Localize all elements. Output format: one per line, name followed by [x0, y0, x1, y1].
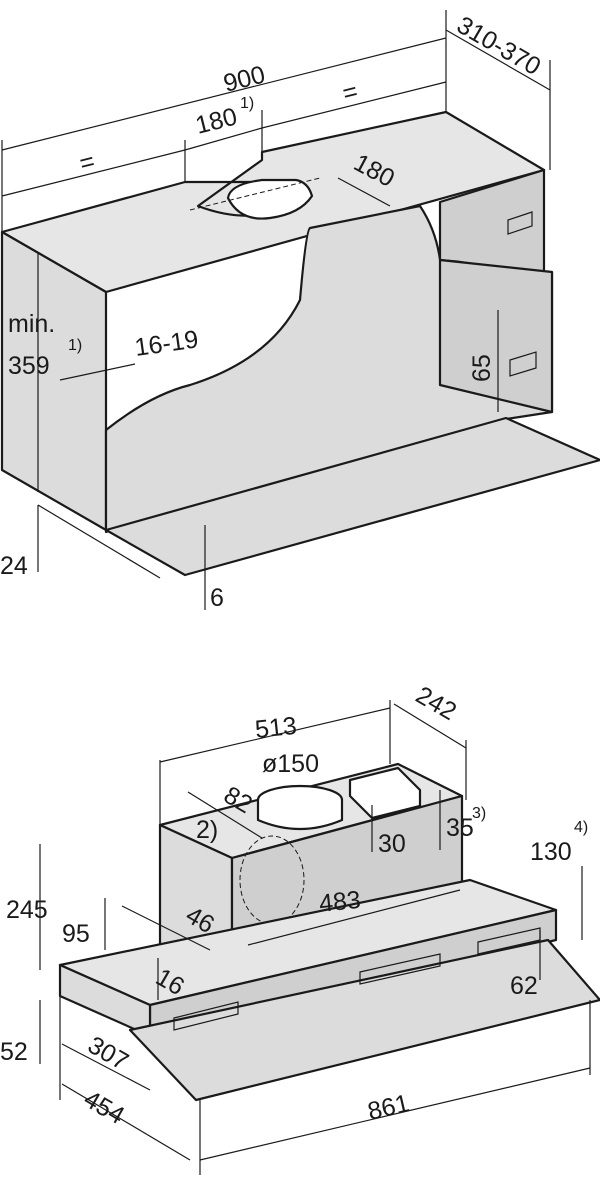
top-dimension-lines: [1, 10, 551, 610]
vent-slot-left: [173, 1001, 239, 1031]
label-offset-180: 180: [193, 103, 240, 140]
label-height-note: 1): [68, 337, 82, 354]
label-equal-left: =: [77, 147, 98, 178]
label-depth-310-370: 310-370: [452, 11, 545, 81]
hood-appliance-view: [58, 762, 600, 1102]
label-overhang-24: 24: [0, 552, 28, 580]
label-equal-right: =: [340, 77, 361, 108]
label-right-height-note: 4): [574, 819, 588, 836]
cabinet-installation-view: [0, 110, 600, 577]
bottom-dimension-lines: [39, 700, 591, 1175]
label-total-length-861: 861: [365, 1089, 412, 1126]
label-module-35: 35: [446, 814, 474, 842]
label-left-height-95: 95: [62, 920, 90, 948]
label-base-height-52: 52: [0, 1038, 28, 1066]
label-note-2: 2): [196, 816, 218, 844]
duct-collar-side: [256, 798, 344, 831]
label-total-depth-454: 454: [79, 1085, 129, 1130]
label-right-height-130: 130: [530, 838, 572, 866]
duct-cutout: [226, 178, 314, 220]
label-duct-diameter: ø150: [262, 750, 319, 778]
label-duct-height-30: 30: [378, 830, 406, 858]
label-glass-6: 6: [210, 584, 224, 612]
label-height-359: 359: [8, 352, 50, 380]
label-offset-note: 1): [240, 95, 254, 112]
cabinet-right-inner: [438, 258, 554, 414]
glass-canopy: [104, 416, 600, 577]
electronics-module: [348, 766, 422, 820]
wall-bracket-lower: [509, 351, 537, 377]
vent-slot-mid: [359, 953, 441, 985]
label-front-depth-307: 307: [83, 1031, 133, 1076]
label-bracket-65: 65: [468, 354, 496, 382]
label-module-note: 3): [472, 805, 486, 822]
glass-canopy-lower: [128, 938, 600, 1102]
label-panel-16-19: 16-19: [133, 325, 200, 362]
label-length-513: 513: [254, 712, 298, 744]
label-total-height-245: 245: [6, 896, 48, 924]
label-min: min.: [8, 310, 55, 338]
label-frame-height-62: 62: [510, 972, 538, 1000]
label-width-900: 900: [221, 61, 268, 98]
label-inner-length-483: 483: [318, 886, 362, 918]
wall-bracket-upper: [507, 211, 533, 235]
